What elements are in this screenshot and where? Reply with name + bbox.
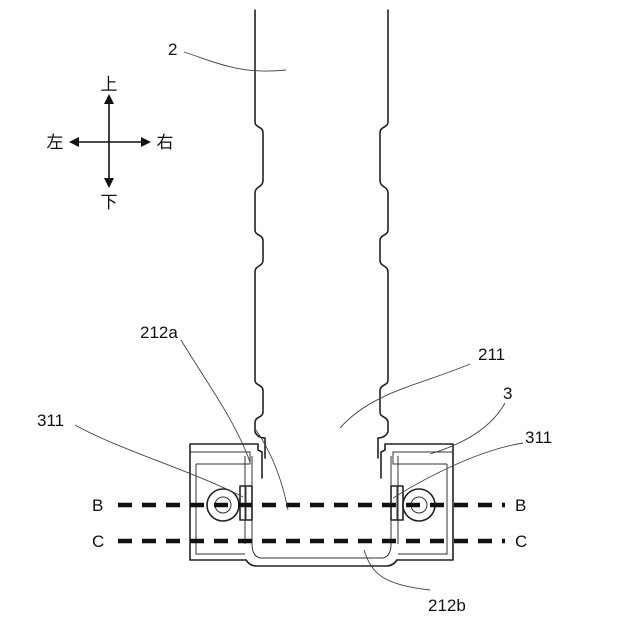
- stem-right-edge: [378, 10, 388, 458]
- label-212b: 212b: [428, 596, 466, 615]
- section-lines: B B C C: [92, 496, 527, 551]
- arrow-down-icon: [104, 178, 114, 188]
- arrow-right-icon: [141, 137, 151, 147]
- section-b-left-label: B: [92, 496, 103, 515]
- label-3: 3: [503, 384, 512, 403]
- label-311-right: 311: [525, 428, 552, 447]
- section-b-right-label: B: [515, 496, 526, 515]
- bottom-bar-212b: [246, 560, 397, 566]
- leader-lines: [75, 52, 523, 590]
- label-211: 211: [478, 345, 505, 364]
- stem-part-2: [255, 10, 388, 458]
- label-2: 2: [168, 40, 177, 59]
- stem-left-edge: [255, 10, 265, 458]
- direction-compass: 上 下 左 右: [47, 75, 174, 213]
- compass-left-label: 左: [47, 133, 64, 153]
- arrow-left-icon: [69, 137, 79, 147]
- label-212a: 212a: [140, 323, 178, 342]
- label-311-left: 311: [37, 411, 64, 430]
- section-c-left-label: C: [92, 532, 104, 551]
- section-c-right-label: C: [515, 532, 527, 551]
- arrow-up-icon: [104, 94, 114, 104]
- compass-down-label: 下: [101, 193, 118, 213]
- reference-labels: 2 212a 211 3 311 311 212b: [37, 40, 552, 615]
- compass-up-label: 上: [101, 75, 118, 95]
- compass-right-label: 右: [157, 133, 174, 153]
